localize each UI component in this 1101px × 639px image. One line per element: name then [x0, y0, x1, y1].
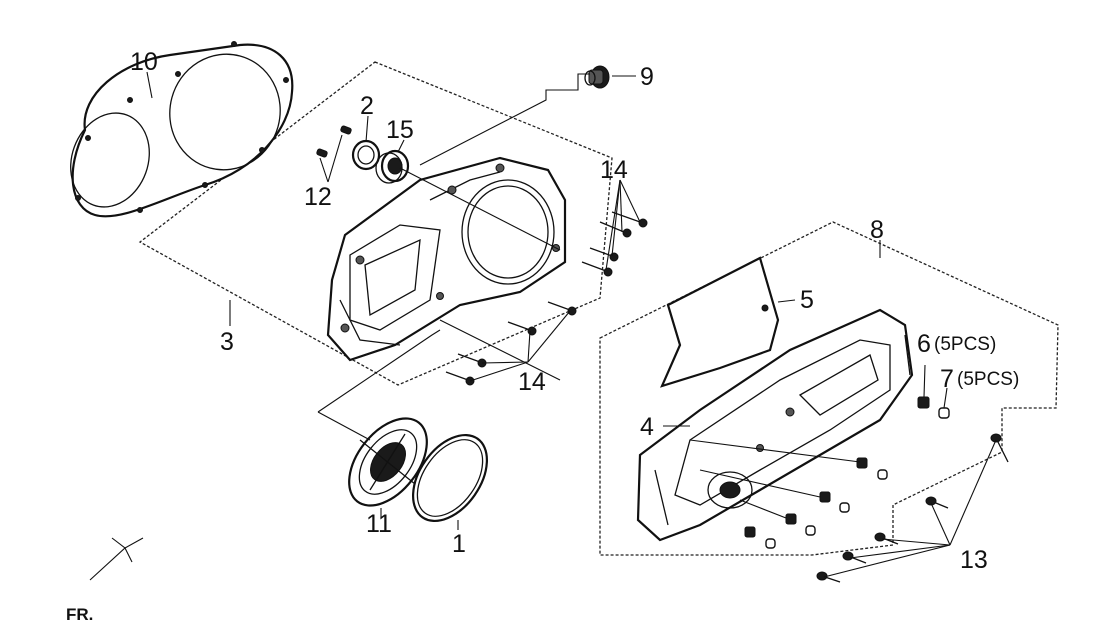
- direction-label: FR.: [66, 605, 93, 624]
- filter-element-part: [348, 417, 428, 507]
- bearing-part: [375, 149, 410, 184]
- callout-1: 1: [452, 530, 466, 558]
- callout-14-upper: 14: [600, 156, 628, 184]
- callout-14-lower: 14: [518, 368, 546, 396]
- grommet-part: [584, 65, 610, 89]
- callout-6: 6: [917, 330, 931, 358]
- callout-7-quantity: (5PCS): [957, 369, 1019, 390]
- callout-7: 7: [940, 365, 954, 393]
- assembly-3-boundary: [138, 61, 613, 386]
- filter-cover-part: [411, 433, 489, 523]
- callout-3: 3: [220, 328, 234, 356]
- callout-12: 12: [304, 183, 332, 211]
- screws-part: [816, 433, 1009, 583]
- oil-seal-part: [351, 139, 381, 171]
- bolts-group-lower: [445, 301, 577, 386]
- callout-13: 13: [960, 546, 988, 574]
- callout-6-quantity: (5PCS): [934, 334, 996, 355]
- gasket-part: [70, 41, 294, 218]
- nuts-washers-part: [744, 396, 950, 549]
- bolts-group-upper: [581, 211, 648, 277]
- callout-15: 15: [386, 116, 414, 144]
- direction-arrow-icon: [89, 537, 144, 581]
- leader-lines: [146, 71, 997, 578]
- crankcase-cover-part: [326, 156, 567, 362]
- callout-5: 5: [800, 286, 814, 314]
- assembly-8-boundary: [599, 221, 1059, 556]
- callout-9: 9: [640, 63, 654, 91]
- callout-4: 4: [640, 413, 654, 441]
- callout-11: 11: [366, 510, 392, 538]
- callout-8: 8: [870, 216, 884, 244]
- callout-10: 10: [130, 48, 158, 76]
- heat-shield-part: [660, 256, 780, 388]
- dowel-pins-part: [316, 125, 352, 158]
- callout-2: 2: [360, 92, 374, 120]
